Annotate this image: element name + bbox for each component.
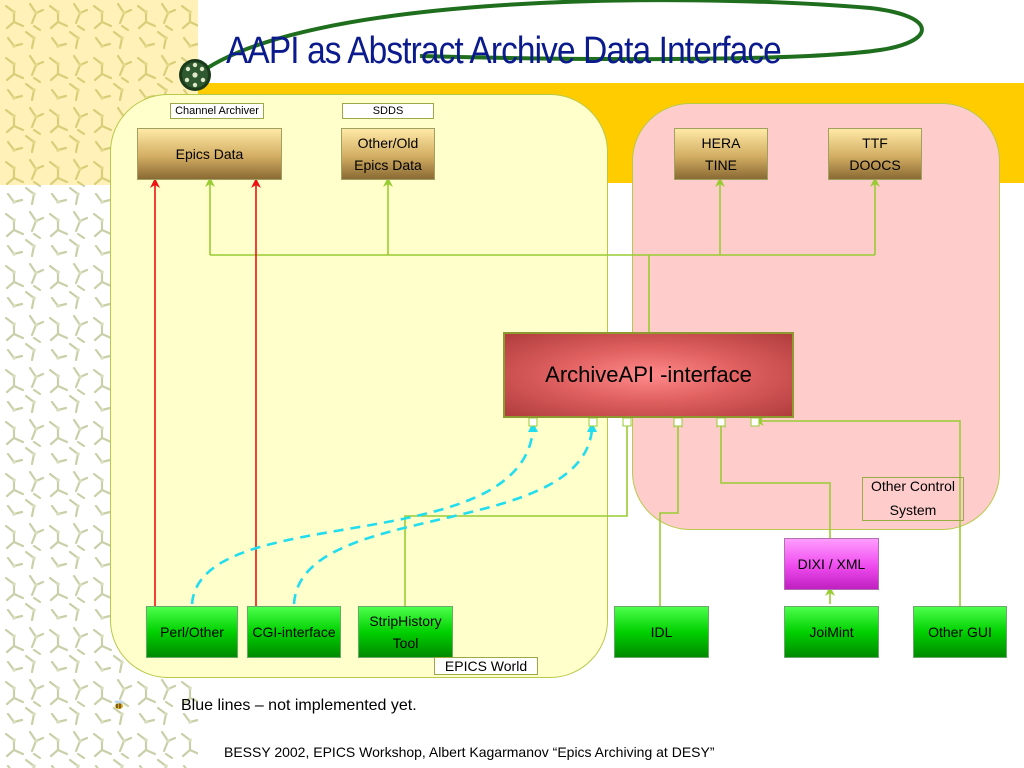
other-old-epics-data-box: Other/Old Epics Data: [341, 128, 435, 180]
other-gui-box: Other GUI: [913, 606, 1007, 658]
joimint-label: JoiMint: [809, 623, 854, 640]
archive-api-interface-box: ArchiveAPI -interface: [503, 332, 794, 418]
dixi-xml-label: DIXI / XML: [797, 555, 866, 572]
note-text: Blue lines – not implemented yet.: [181, 697, 417, 714]
bee-bullet-icon: [114, 700, 124, 709]
other-control-line1: Other Control: [870, 478, 956, 495]
striphistory-label: StripHistory: [369, 612, 442, 629]
page-title: AAPI as Abstract Archive Data Interface: [226, 30, 782, 72]
footer-text: BESSY 2002, EPICS Workshop, Albert Kagar…: [224, 744, 715, 760]
other-old-label-line1: Other/Old: [357, 134, 419, 151]
other-control-system-label: Other Control System: [862, 477, 964, 521]
joimint-box: JoiMint: [784, 606, 879, 658]
dixi-xml-box: DIXI / XML: [784, 538, 879, 590]
hera-label: HERA: [701, 134, 741, 151]
striphistory-tool-box: StripHistory Tool: [358, 606, 453, 658]
idl-box: IDL: [614, 606, 709, 658]
cgi-interface-label: CGI-interface: [252, 623, 336, 640]
other-gui-label: Other GUI: [928, 623, 992, 640]
perl-other-box: Perl/Other: [146, 606, 238, 658]
other-control-line2: System: [889, 502, 937, 518]
tool-label: Tool: [392, 635, 419, 651]
epics-data-label: Epics Data: [175, 145, 244, 162]
epics-world-label: EPICS World: [434, 657, 538, 675]
sdds-label: SDDS: [342, 103, 434, 119]
perl-other-label: Perl/Other: [160, 623, 224, 640]
doocs-label: DOOCS: [849, 157, 901, 173]
ttf-doocs-box: TTF DOOCS: [828, 128, 922, 180]
idl-label: IDL: [650, 623, 673, 640]
tine-label: TINE: [705, 157, 737, 173]
archive-api-label: ArchiveAPI -interface: [545, 362, 752, 388]
ttf-label: TTF: [862, 134, 888, 151]
cgi-interface-box: CGI-interface: [247, 606, 341, 658]
hera-tine-box: HERA TINE: [674, 128, 768, 180]
other-old-label-line2: Epics Data: [354, 157, 422, 173]
epics-data-box: Epics Data: [137, 128, 282, 180]
channel-archiver-label: Channel Archiver: [170, 103, 264, 119]
